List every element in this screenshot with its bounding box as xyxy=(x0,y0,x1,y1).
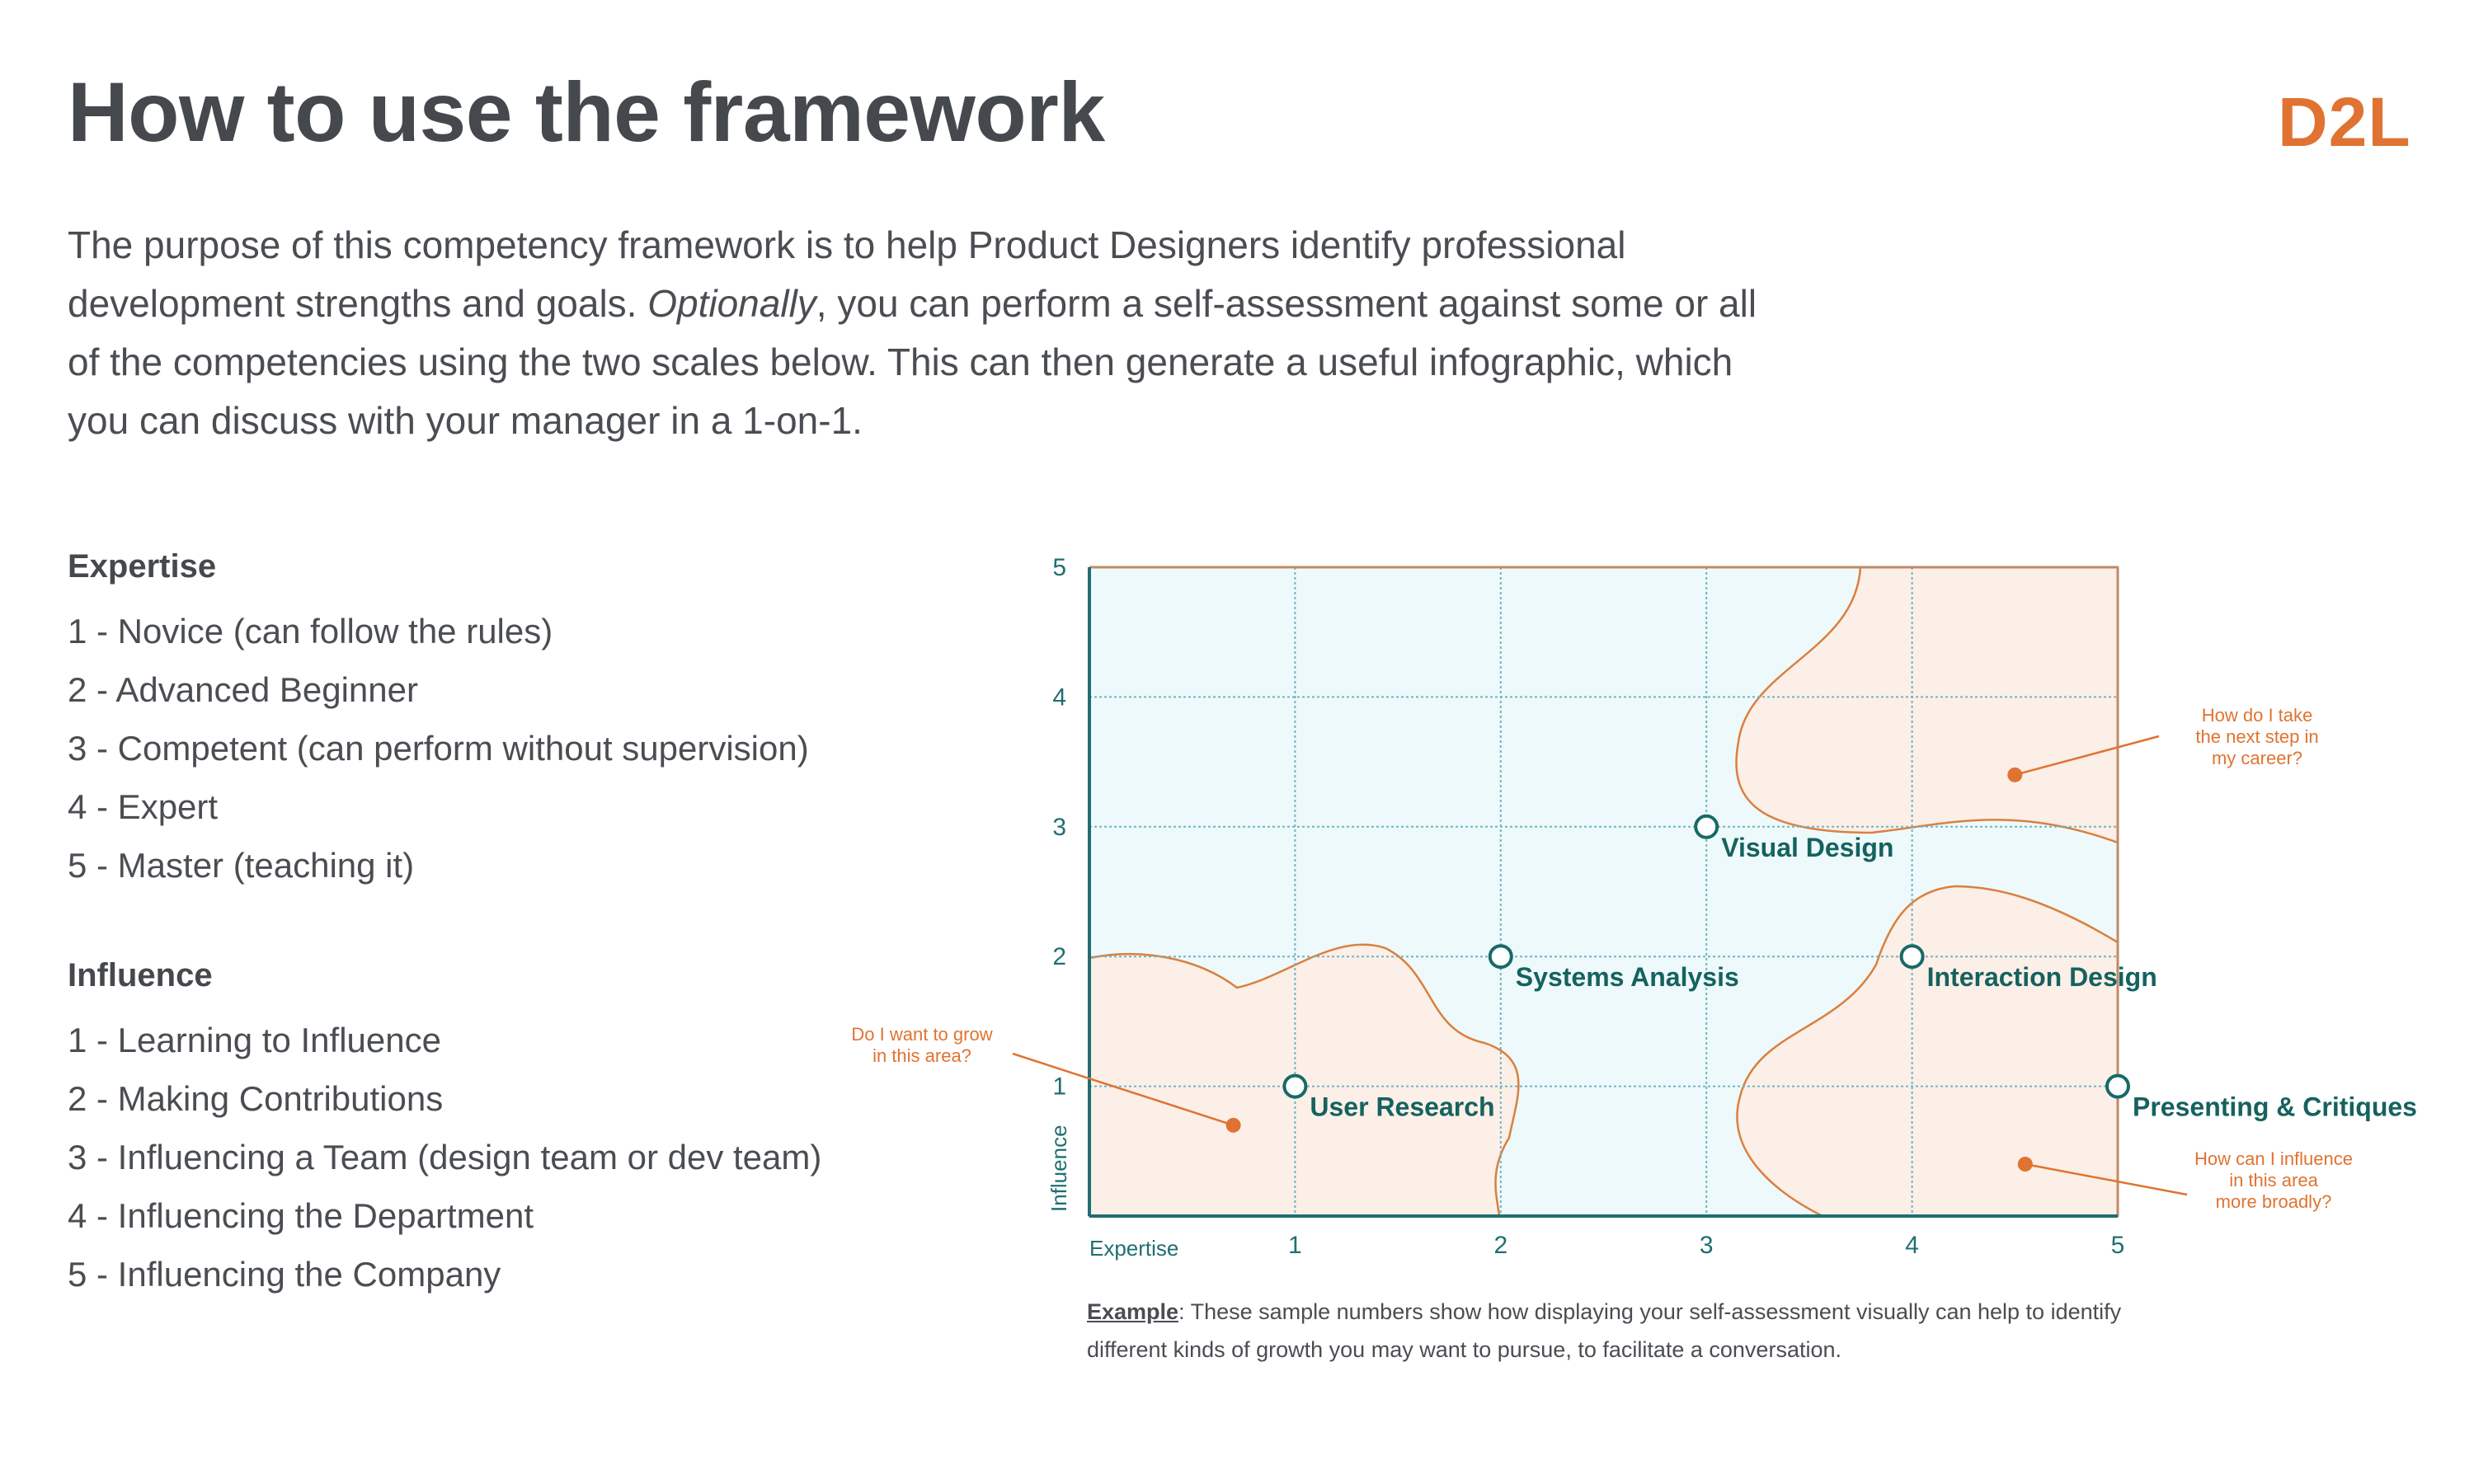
chart-axes xyxy=(1088,567,2118,1218)
x-axis-label: Expertise xyxy=(1089,1236,1178,1261)
influence-item: 3 - Influencing a Team (design team or d… xyxy=(68,1138,822,1176)
data-point-marker xyxy=(1899,944,1925,970)
expertise-scale: Expertise 1 - Novice (can follow the rul… xyxy=(68,544,809,895)
y-tick-label: 3 xyxy=(1052,814,1066,841)
expertise-heading: Expertise xyxy=(68,548,217,585)
expertise-item: 4 - Expert xyxy=(68,787,219,826)
competency-points: User Research Systems Analysis Visual Desi… xyxy=(1282,814,2417,1122)
annotation-text: the next step in xyxy=(2195,726,2318,747)
data-point-marker xyxy=(1282,1073,1308,1099)
data-point-marker xyxy=(1488,944,1513,970)
annotation-text: more broadly? xyxy=(2216,1191,2332,1212)
x-tick-label: 5 xyxy=(2111,1232,2125,1259)
example-caption: Example: These sample numbers show how d… xyxy=(1087,1293,2159,1369)
data-point-label: Interaction Design xyxy=(1927,962,2157,992)
caption-label: Example xyxy=(1087,1299,1179,1324)
data-point-label: Visual Design xyxy=(1721,833,1893,862)
y-tick-label: 4 xyxy=(1052,683,1066,711)
annotation-dot xyxy=(1225,1117,1241,1133)
caption-text: : These sample numbers show how displayi… xyxy=(1087,1299,2122,1362)
influence-item: 4 - Influencing the Department xyxy=(68,1196,534,1235)
annotation-leader-line xyxy=(1012,1052,1234,1127)
page-title: How to use the framework xyxy=(68,65,1105,159)
annotation-text: in this area xyxy=(2229,1170,2318,1190)
expertise-item: 5 - Master (teaching it) xyxy=(68,846,415,885)
x-tick-label: 1 xyxy=(1288,1232,1302,1259)
influence-heading: Influence xyxy=(68,957,213,993)
data-point-marker xyxy=(2105,1073,2130,1099)
data-point-label: User Research xyxy=(1310,1092,1494,1122)
annotation-dot xyxy=(2007,767,2023,782)
growth-region-bottom-right xyxy=(1736,885,2119,1218)
annotation-leader-line xyxy=(2014,735,2160,777)
influence-item: 5 - Influencing the Company xyxy=(68,1255,501,1294)
annotation-text: my career? xyxy=(2212,748,2302,768)
annotation-text: in this area? xyxy=(872,1045,971,1066)
d2l-logo: D2L xyxy=(2278,83,2411,161)
data-point-marker xyxy=(1694,814,1719,839)
y-tick-label: 5 xyxy=(1052,554,1066,581)
influence-item: 2 - Making Contributions xyxy=(68,1079,444,1118)
grid-lines xyxy=(1089,566,2119,1216)
annotation-dot xyxy=(2017,1157,2033,1172)
y-axis-label: Influence xyxy=(1047,1125,1071,1212)
influence-item: 1 - Learning to Influence xyxy=(68,1021,441,1059)
intro-paragraph: The purpose of this competency framework… xyxy=(68,216,1783,450)
annotation-text: How can I influence xyxy=(2194,1148,2353,1169)
expertise-item: 1 - Novice (can follow the rules) xyxy=(68,612,553,650)
intro-text-1: The purpose of this competency framework… xyxy=(68,223,1626,325)
x-tick-label: 2 xyxy=(1493,1232,1507,1259)
intro-italic: Optionally xyxy=(647,282,816,325)
intro-text-2: , you can perform a self-assessment agai… xyxy=(68,282,1757,442)
influence-list: 1 - Learning to Influence 2 - Making Con… xyxy=(68,1011,821,1303)
y-tick-label: 2 xyxy=(1052,943,1066,970)
expertise-list: 1 - Novice (can follow the rules) 2 - Ad… xyxy=(68,602,809,895)
influence-scale: Influence 1 - Learning to Influence 2 - … xyxy=(68,953,821,1303)
data-point-label: Presenting & Critiques xyxy=(2133,1092,2417,1122)
x-tick-label: 4 xyxy=(1905,1232,1919,1259)
tick-labels: 1 2 3 4 5 1 2 3 4 5 xyxy=(1052,554,2124,1259)
annotation-text: How do I take xyxy=(2202,705,2313,726)
annotation-leader-line xyxy=(2025,1162,2188,1196)
expertise-item: 3 - Competent (can perform without super… xyxy=(68,729,809,768)
expertise-item: 2 - Advanced Beginner xyxy=(68,670,418,709)
y-tick-label: 1 xyxy=(1052,1073,1066,1101)
x-tick-label: 3 xyxy=(1700,1232,1714,1259)
annotation-text: Do I want to grow xyxy=(851,1024,992,1045)
data-point-label: Systems Analysis xyxy=(1516,962,1739,992)
